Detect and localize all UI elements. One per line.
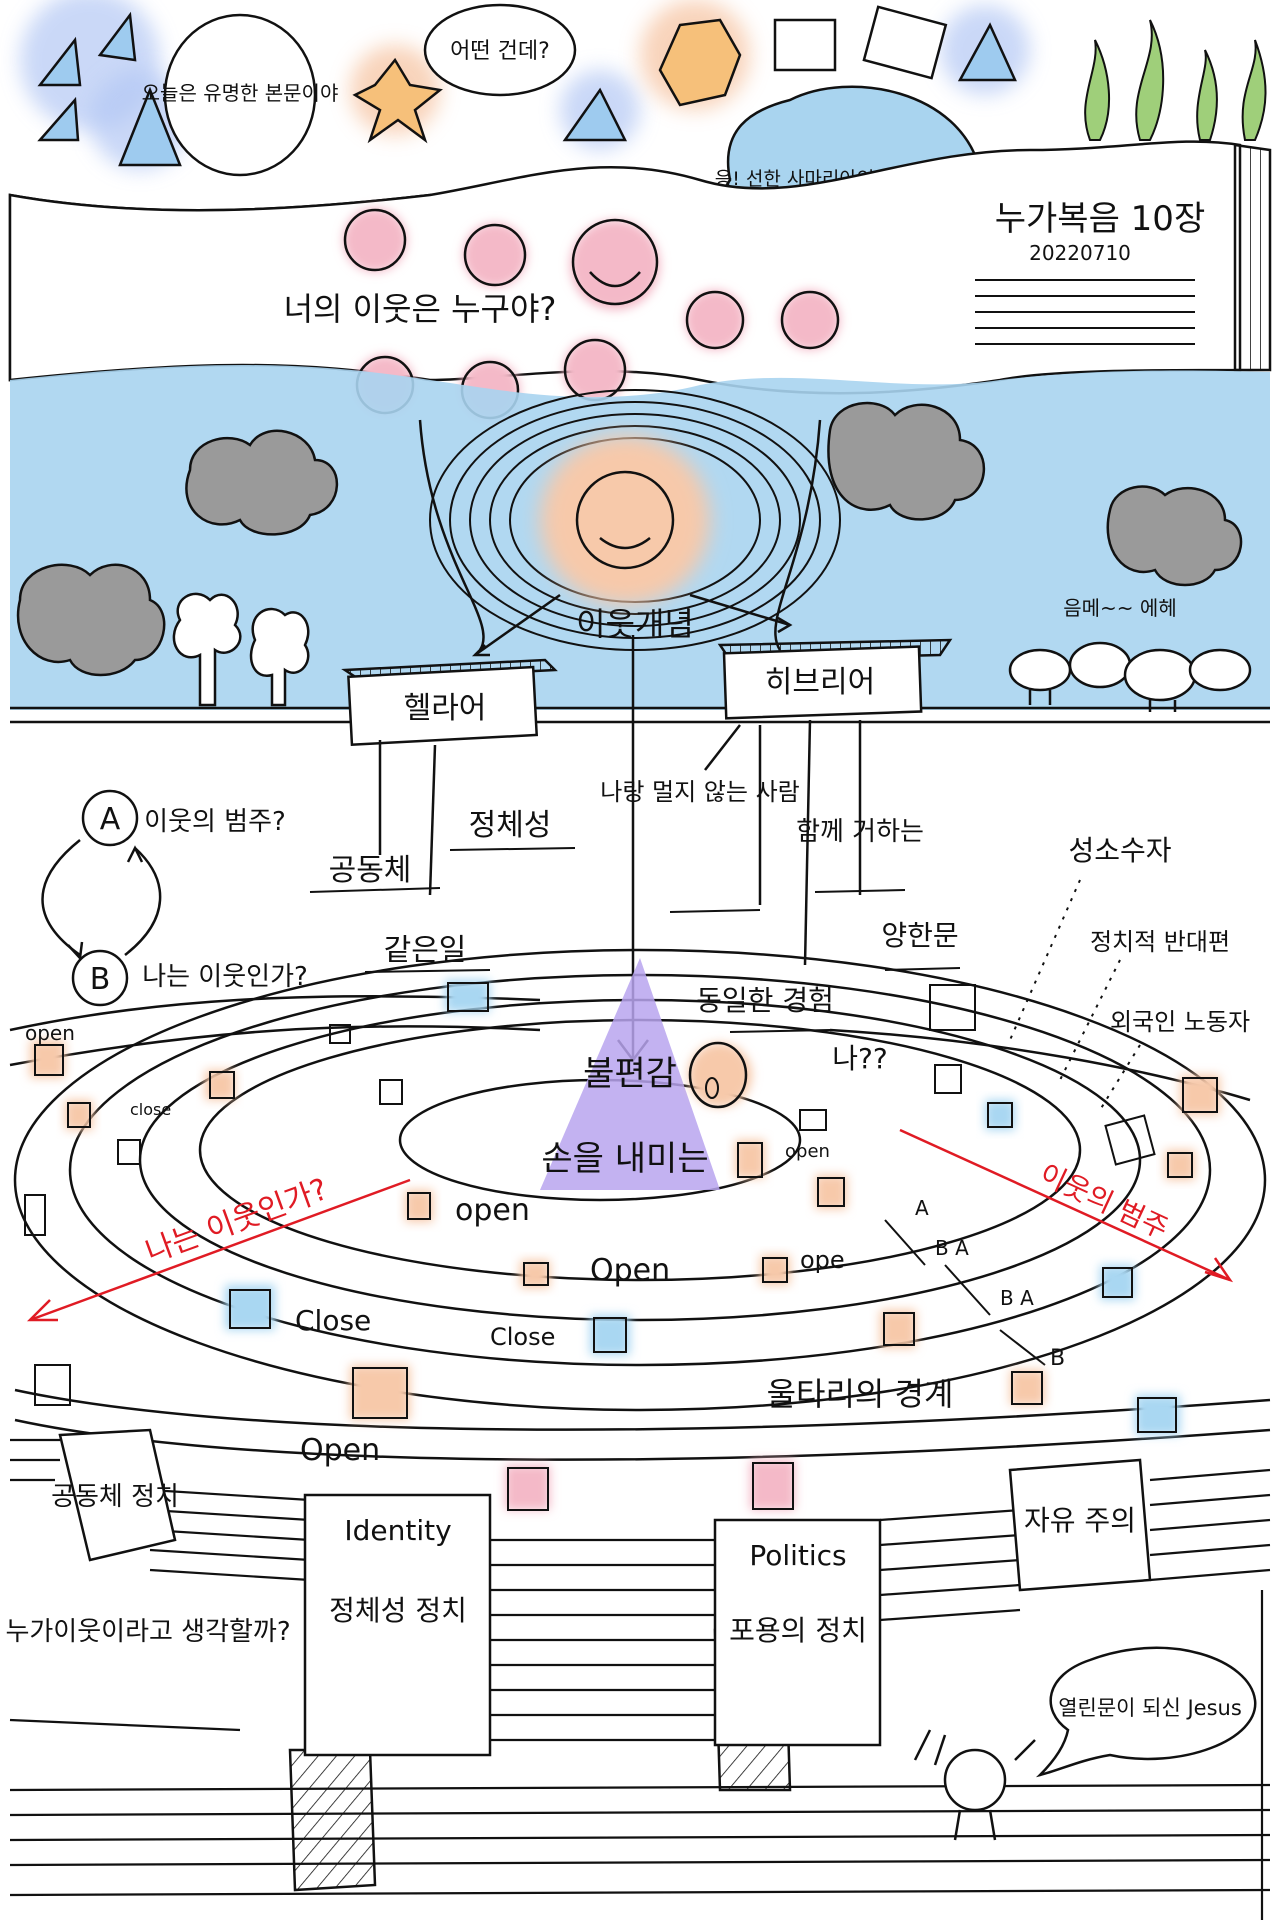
fence-boundary-text: 울타리의 경계 <box>767 1375 954 1413</box>
sign-community-politics: 공동체 정치 <box>51 1428 179 1562</box>
hellas-box: 헬라어 <box>341 658 558 746</box>
square-face-icon <box>773 5 948 80</box>
title-text: 누가복음 10장 <box>995 199 1205 239</box>
ab-cycle: A B 이웃의 범주? 나는 이웃인가? <box>41 789 308 1007</box>
speech-bubble-middle: 어떤 건데? <box>423 3 577 97</box>
open-label-1: open <box>25 1021 75 1045</box>
me-face-icon <box>688 1041 752 1109</box>
close-label-1: close <box>130 1100 171 1119</box>
bubble-middle-text: 어떤 건데? <box>450 39 550 64</box>
sign-liberalism: 자유 주의 <box>1008 1458 1152 1592</box>
branch-lines <box>378 719 862 966</box>
inclusion-politics-text: 포용의 정치 <box>729 1614 867 1647</box>
door-icon <box>24 980 1220 1511</box>
open-label-2: open <box>455 1193 530 1228</box>
same-experience-text: 동일한 경험 <box>696 984 834 1017</box>
triangle-face-icon <box>37 11 182 167</box>
underline <box>364 969 491 973</box>
tree-icon <box>172 592 310 707</box>
community-text: 공동체 <box>329 853 412 888</box>
live-together-text: 함께 거하는 <box>796 817 924 847</box>
speech-bubble-left: 오늘은 유명한 본문이야 <box>142 13 339 177</box>
arrow-ba-text: B A <box>935 1236 969 1260</box>
discomfort-text: 불편감 <box>583 1054 677 1094</box>
open-label-5: Open <box>300 1433 380 1468</box>
ground-line <box>10 706 1270 724</box>
underline <box>449 847 576 851</box>
red-arrows <box>26 1128 1234 1322</box>
hebrew-text: 히브리어 <box>765 665 875 700</box>
date-text: 20220710 <box>1029 241 1131 265</box>
same-thing-text: 같은일 <box>384 933 467 968</box>
me-text: 나?? <box>832 1042 887 1075</box>
jesus-figure <box>913 1729 1036 1841</box>
sheep-sound-text: 음메~~ 에헤 <box>1063 596 1176 620</box>
bubble-left-text: 오늘은 유명한 본문이야 <box>142 81 339 105</box>
sun-glow <box>540 435 710 605</box>
arrow-a-text: A <box>915 1196 929 1220</box>
jesus-bubble: 열린문이 되신 Jesus <box>1035 1646 1257 1778</box>
same-mind-text: 양한문 <box>881 919 958 952</box>
sign-identity: Identity 정체성 정치 <box>288 1493 492 1892</box>
cloud-icon <box>16 401 1243 677</box>
purple-triangle <box>540 958 720 1190</box>
smiley-face-icon <box>343 208 840 420</box>
close-label-3: Close <box>490 1323 555 1351</box>
ab-arrows <box>884 1219 1046 1366</box>
sign-politics: Politics 포용의 정치 <box>713 1518 882 1792</box>
smiley-face-icon <box>575 470 675 570</box>
underline <box>814 889 906 893</box>
title-underlines <box>975 279 1195 345</box>
not-far-text: 나랑 멀지 않는 사람 <box>600 778 800 806</box>
question-neighbor-text: 너의 이웃은 누구야? <box>284 290 557 328</box>
foreign-worker-text: 외국인 노동자 <box>1110 1008 1250 1036</box>
cycle-b-text: B <box>90 962 111 997</box>
underline <box>669 909 761 913</box>
triangle-face-icon <box>562 22 1017 142</box>
minority-text: 성소수자 <box>1068 834 1171 867</box>
concept-text: 이웃개념 <box>576 605 694 643</box>
welcome-text: 손을 내미는 <box>541 1139 708 1179</box>
question-b-text: 나는 이웃인가? <box>142 962 308 992</box>
arrow-b-text: B <box>1050 1346 1065 1371</box>
dotted-leaders <box>1009 879 1141 1111</box>
open-label-3: Open <box>590 1253 670 1288</box>
open-label-small: open <box>785 1141 830 1162</box>
hebrew-box: 히브리어 <box>717 638 953 720</box>
bottom-stands <box>9 1438 1271 1920</box>
open-label-4: ope <box>800 1246 845 1274</box>
identity-politics-text: 정체성 정치 <box>329 1594 467 1627</box>
sheep-icon <box>1008 641 1252 712</box>
community-politics-text: 공동체 정치 <box>51 1482 179 1512</box>
underline <box>309 887 441 893</box>
hellas-text: 헬라어 <box>404 691 487 726</box>
liberalism-text: 자유 주의 <box>1024 1504 1136 1537</box>
plant-icon <box>1084 19 1267 141</box>
reflection-text: 나는 누가이웃이라고 생각할까? <box>0 1617 291 1647</box>
identity-en-text: Identity <box>344 1514 451 1547</box>
star-face-icon <box>352 57 443 144</box>
jesus-bubble-text: 열린문이 되신 Jesus <box>1058 1696 1242 1720</box>
title-block: 누가복음 10장 20220710 <box>975 199 1205 345</box>
close-label-2: Close <box>295 1304 371 1337</box>
political-opponent-text: 정치적 반대편 <box>1090 928 1230 956</box>
question-a-text: 이웃의 범주? <box>144 807 286 837</box>
cycle-a-text: A <box>100 802 121 837</box>
identity-word-text: 정체성 <box>469 808 552 843</box>
star-face-icon <box>658 18 742 107</box>
arrow-b-a-text: B A <box>1000 1286 1034 1310</box>
politics-en-text: Politics <box>749 1539 846 1572</box>
